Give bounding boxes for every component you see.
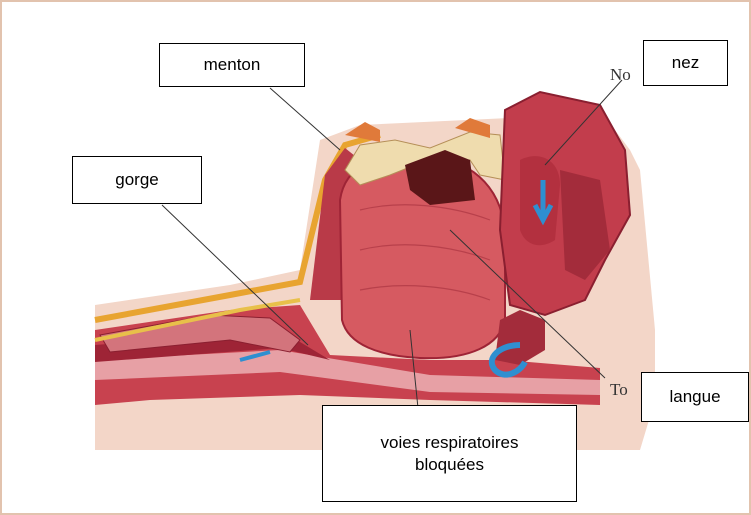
nasal-lobe <box>520 156 560 245</box>
leader-menton <box>270 88 340 150</box>
label-langue: langue <box>641 372 749 422</box>
tongue-text-fragment: To <box>610 380 628 400</box>
label-menton: menton <box>159 43 305 87</box>
label-voies: voies respiratoires bloquées <box>322 405 577 502</box>
label-gorge: gorge <box>72 156 202 204</box>
label-nez: nez <box>643 40 728 86</box>
nose-text-fragment: No <box>610 65 631 85</box>
